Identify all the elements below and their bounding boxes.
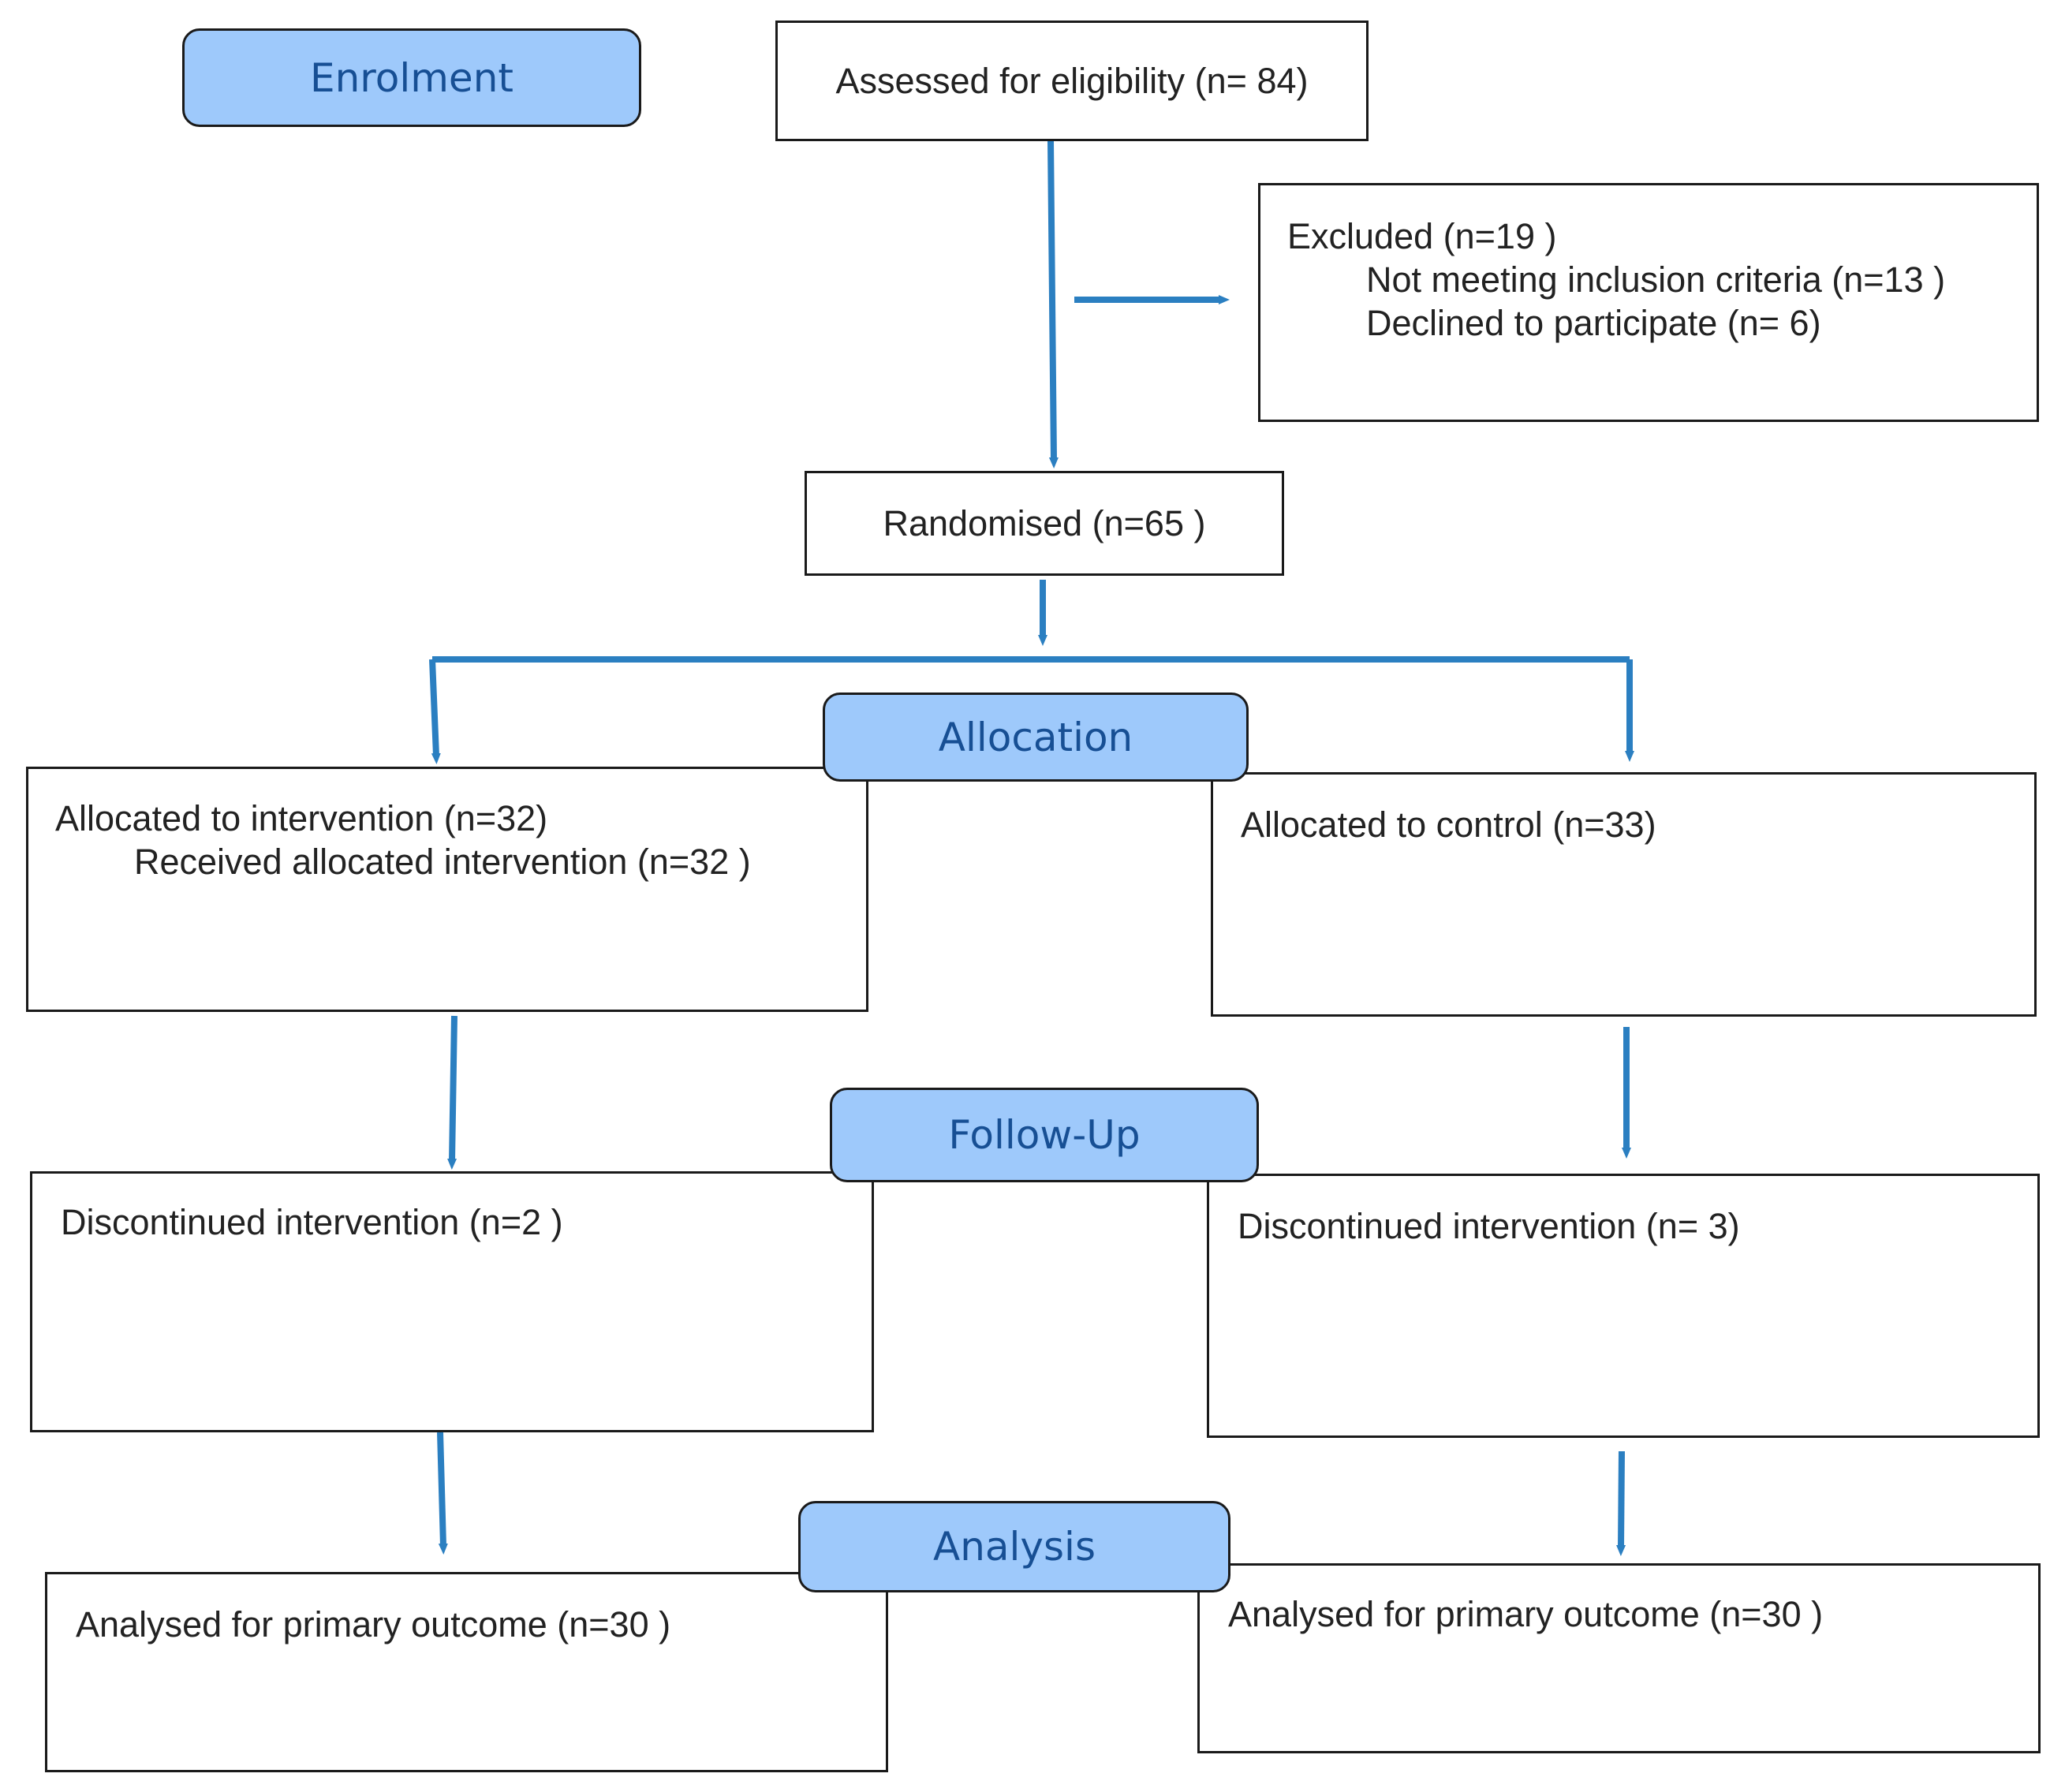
stage-label-enrolment: Enrolment bbox=[182, 28, 641, 127]
stage-label-follow-up: Follow-Up bbox=[830, 1088, 1259, 1182]
stage-enrolment-text: Enrolment bbox=[310, 54, 513, 101]
discontinued-left-box: Discontinued intervention (n=2 ) bbox=[30, 1171, 874, 1432]
arrow-discontinued-left-to-analysed bbox=[437, 1432, 448, 1555]
allocated-control-box: Allocated to control (n=33) bbox=[1211, 772, 2037, 1017]
randomised-text: Randomised (n=65 ) bbox=[883, 503, 1206, 543]
randomised-box: Randomised (n=65 ) bbox=[805, 471, 1284, 576]
assessed-box: Assessed for eligibility (n= 84) bbox=[775, 21, 1369, 141]
arrow-discontinued-right-to-analysed bbox=[1616, 1450, 1626, 1556]
stage-label-analysis: Analysis bbox=[798, 1501, 1230, 1592]
allocated-control-text: Allocated to control (n=33) bbox=[1241, 805, 1656, 845]
stage-allocation-text: Allocation bbox=[938, 714, 1133, 760]
arrow-assessed-to-randomised bbox=[1047, 140, 1059, 469]
analysed-left-box: Analysed for primary outcome (n=30 ) bbox=[45, 1572, 888, 1772]
analysed-left-text: Analysed for primary outcome (n=30 ) bbox=[76, 1604, 671, 1645]
discontinued-left-text: Discontinued intervention (n=2 ) bbox=[61, 1202, 563, 1242]
excluded-declined: Declined to participate (n= 6) bbox=[1366, 303, 1821, 343]
assessed-text: Assessed for eligibility (n= 84) bbox=[835, 61, 1309, 101]
analysed-right-text: Analysed for primary outcome (n=30 ) bbox=[1228, 1594, 1824, 1634]
allocated-intervention-received: Received allocated intervention (n=32 ) bbox=[134, 842, 751, 882]
stage-label-allocation: Allocation bbox=[823, 693, 1249, 782]
excluded-not-meeting: Not meeting inclusion criteria (n=13 ) bbox=[1366, 259, 1946, 300]
allocated-intervention-title: Allocated to intervention (n=32) bbox=[55, 798, 548, 838]
analysed-right-box: Analysed for primary outcome (n=30 ) bbox=[1197, 1563, 2041, 1753]
arrow-split-to-intervention bbox=[429, 659, 441, 764]
excluded-box: Excluded (n=19 ) Not meeting inclusion c… bbox=[1258, 183, 2039, 422]
discontinued-right-text: Discontinued intervention (n= 3) bbox=[1238, 1206, 1740, 1246]
excluded-title: Excluded (n=19 ) bbox=[1287, 216, 1557, 256]
allocated-intervention-box: Allocated to intervention (n=32) Receive… bbox=[26, 767, 868, 1012]
discontinued-right-box: Discontinued intervention (n= 3) bbox=[1207, 1174, 2040, 1438]
stage-analysis-text: Analysis bbox=[932, 1524, 1096, 1570]
stage-follow-up-text: Follow-Up bbox=[948, 1112, 1141, 1158]
arrow-intervention-to-discontinued bbox=[447, 1015, 457, 1170]
